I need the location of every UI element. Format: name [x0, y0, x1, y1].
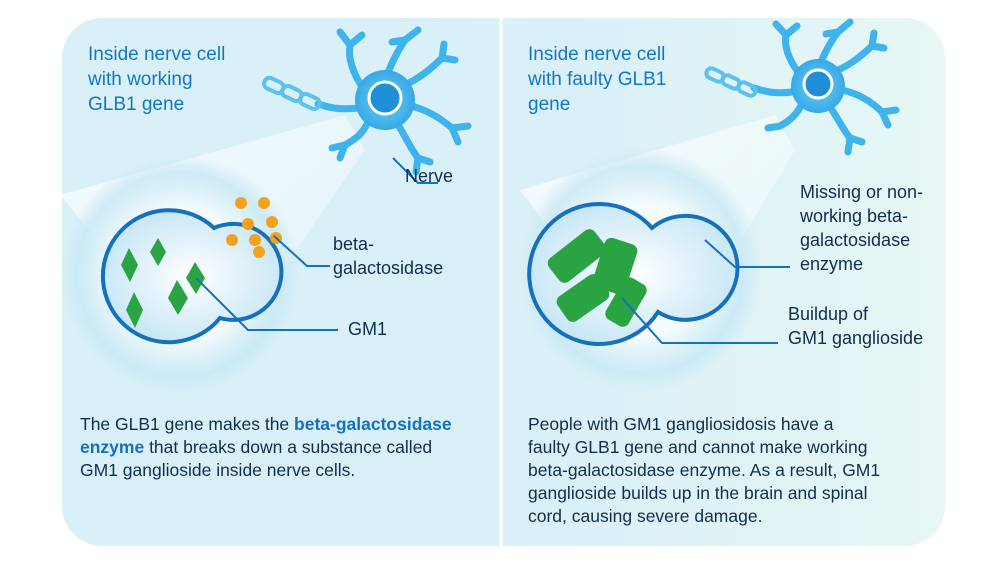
label-line: working beta-	[800, 206, 909, 226]
right-leaders	[621, 239, 790, 344]
left-description-start: The GLB1 gene makes the	[80, 414, 295, 434]
right-title-line: gene	[528, 94, 571, 115]
enzyme-dot	[266, 216, 278, 228]
gm1-diamond	[121, 248, 138, 282]
left-leaders	[195, 157, 438, 331]
label-line: galactosidase	[333, 258, 444, 278]
enzyme-dot	[258, 197, 270, 209]
leader-nerve	[392, 157, 438, 184]
right-neuron	[750, 18, 900, 156]
left-description: The GLB1 gene makes the beta-galactosida…	[80, 413, 472, 482]
leader-enzyme	[273, 235, 330, 267]
enzyme-dot	[253, 246, 265, 258]
right-description-line: ganglioside builds up in the brain and s…	[528, 483, 868, 503]
leader-buildup	[621, 297, 778, 344]
leader-gm1	[195, 277, 338, 331]
enzyme-dot	[226, 234, 238, 246]
left-neuron-nucleus	[367, 80, 403, 116]
right-neuron-nucleus	[802, 68, 834, 100]
enzyme-dot	[249, 234, 261, 246]
left-description-end: that breaks down a substance called GM1 …	[80, 437, 433, 480]
right-description-line: People with GM1 gangliosidosis have a	[528, 414, 834, 434]
label-beta-galactosidase: beta- galactosidase	[333, 232, 443, 280]
gm1-diamond	[150, 238, 166, 266]
leader-missing-enzyme	[704, 239, 790, 268]
right-description-line: cord, causing severe damage.	[528, 506, 763, 526]
left-title-line: Inside nerve cell	[88, 44, 226, 65]
right-axon	[704, 66, 758, 98]
gm1-blob	[547, 229, 607, 283]
gm1-diamond	[126, 292, 143, 328]
left-title: Inside nerve cell with working GLB1 gene	[88, 42, 225, 117]
label-line: galactosidase	[800, 230, 911, 250]
right-title-line: Inside nerve cell	[528, 44, 666, 65]
left-title-line: GLB1 gene	[88, 94, 185, 115]
label-line: beta-	[333, 234, 375, 254]
label-buildup: Buildup of GM1 ganglioside	[788, 302, 923, 350]
gm1-diamonds	[121, 238, 205, 328]
right-description-line: beta-galactosidase enzyme. As a result, …	[528, 460, 881, 480]
enzyme-dot	[235, 197, 247, 209]
left-axon	[262, 75, 322, 112]
gm1-buildup	[547, 229, 647, 327]
gm1-diamond	[168, 280, 188, 315]
right-description: People with GM1 gangliosidosis have a fa…	[528, 413, 928, 528]
label-line: Missing or non-	[800, 182, 924, 202]
gm1-blob	[556, 274, 610, 322]
label-nerve: Nerve	[405, 166, 454, 186]
enzyme-dot	[242, 218, 254, 230]
label-line: enzyme	[800, 254, 864, 274]
label-line: GM1 ganglioside	[788, 328, 924, 348]
label-missing-enzyme: Missing or non- working beta- galactosid…	[800, 180, 923, 276]
right-title: Inside nerve cell with faulty GLB1 gene	[528, 42, 666, 117]
gm1-diamond	[186, 262, 205, 294]
left-title-line: with working	[88, 69, 193, 90]
label-line: Buildup of	[788, 304, 869, 324]
left-description-bold: beta-galactosidase enzyme	[80, 414, 452, 457]
label-gm1: GM1	[348, 319, 388, 339]
right-title-line: with faulty GLB1	[528, 69, 667, 90]
right-description-line: faulty GLB1 gene and cannot make working	[528, 437, 868, 457]
